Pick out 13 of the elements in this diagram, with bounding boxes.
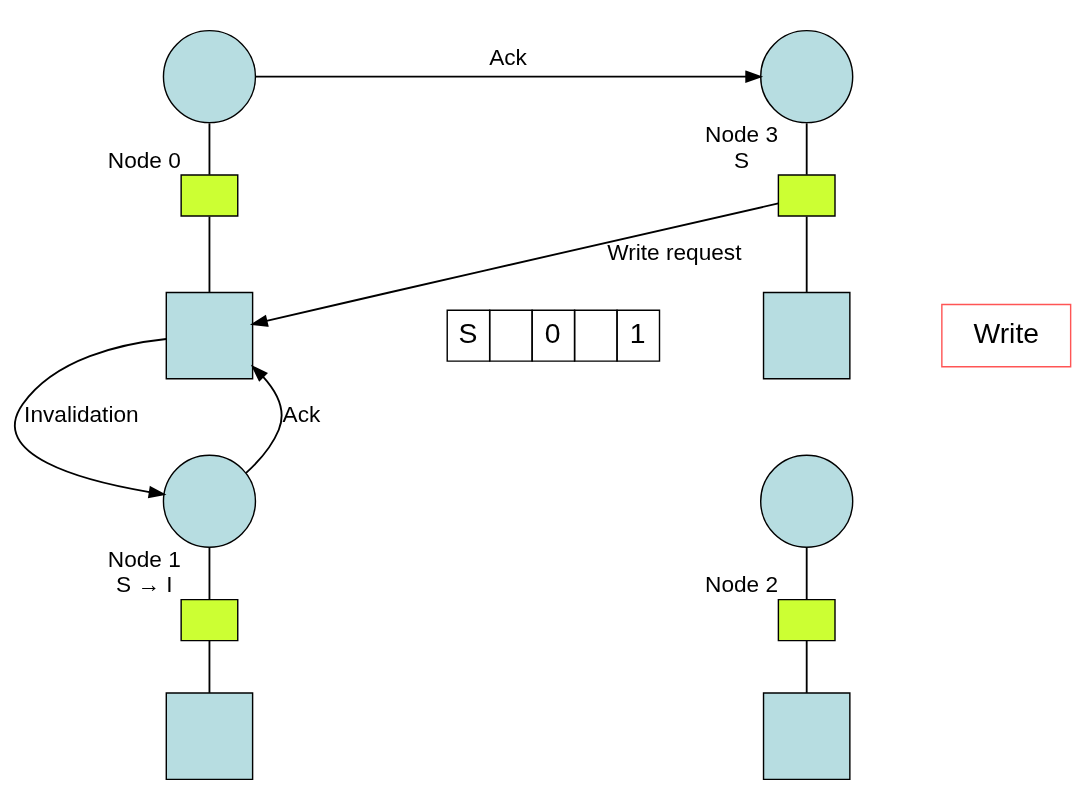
label: 0 (544, 316, 561, 349)
node-label: Node 3 (705, 121, 779, 147)
node-label: Node 0 (107, 147, 181, 173)
node-label: Node 1 (107, 546, 181, 572)
node-label: S (734, 147, 750, 173)
node-label: S → I (116, 571, 173, 597)
edge-label: Ack (489, 44, 527, 70)
edge-label: Write request (607, 239, 742, 265)
edge-label: Ack (282, 401, 321, 427)
edge-label: Invalidation (24, 401, 139, 427)
node-label: Node 2 (705, 571, 779, 597)
label: 1 (629, 316, 646, 349)
label: S (458, 316, 478, 349)
